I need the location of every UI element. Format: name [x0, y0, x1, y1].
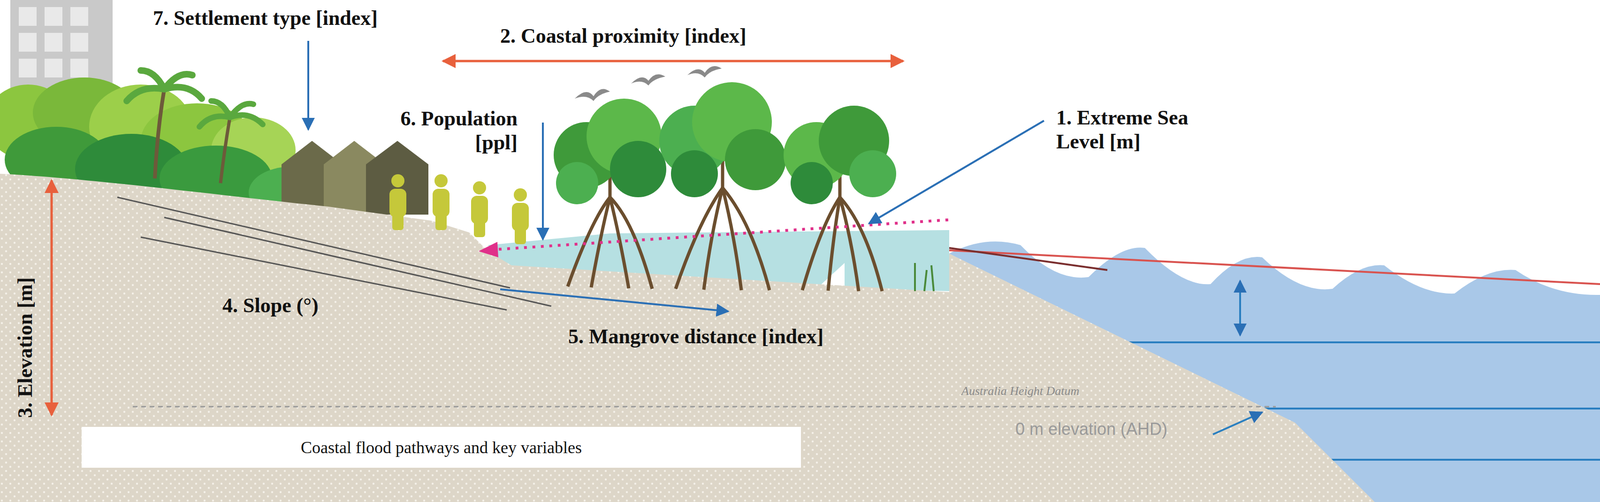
path-shape: [802, 197, 840, 290]
rect-shape: [18, 58, 37, 78]
rect-shape: [392, 211, 404, 230]
ground: [0, 173, 1375, 502]
line-shape: [164, 217, 552, 306]
circle-shape: [849, 150, 897, 198]
sea-level-leader: [868, 120, 1044, 224]
mangrove-leader: [500, 289, 729, 312]
people: [389, 174, 529, 244]
slope-label: 4. Slope (°): [222, 293, 319, 318]
rect-shape: [435, 211, 447, 230]
path-shape: [609, 197, 653, 289]
circle-shape: [391, 174, 405, 188]
path-shape: [199, 100, 263, 127]
circle-shape: [472, 181, 487, 195]
line-shape: [117, 197, 511, 288]
path-shape: [154, 89, 165, 179]
rect-shape: [44, 7, 63, 26]
rect-shape: [44, 32, 63, 52]
proximity-arrow: [442, 60, 904, 63]
line-shape: [924, 269, 927, 291]
path-shape: [631, 74, 666, 86]
g-shape: [553, 82, 897, 205]
g-shape: [914, 262, 934, 291]
rect-shape: [70, 58, 89, 78]
line-shape: [140, 236, 507, 310]
settlement-leader: [307, 40, 310, 130]
proximity-label: 2. Coastal proximity [index]: [500, 24, 747, 49]
rect-shape: [70, 32, 89, 52]
path-shape: [703, 187, 723, 290]
birds: [574, 66, 722, 101]
datum-elevation-label: 0 m elevation (AHD): [1015, 419, 1168, 439]
houses: [281, 140, 429, 215]
circle-shape: [790, 161, 833, 205]
datum-leader: [1212, 411, 1263, 435]
path-shape: [722, 187, 770, 290]
mangrove-label: 5. Mangrove distance [index]: [568, 324, 824, 349]
path-shape: [126, 70, 202, 101]
rect-shape: [70, 7, 89, 26]
sea-level-label: 1. Extreme Sea Level [m]: [1056, 106, 1240, 154]
path-shape: [687, 66, 722, 78]
path-shape: [567, 197, 610, 287]
circle-shape: [724, 129, 786, 191]
rect-shape: [18, 7, 37, 26]
g-shape: [18, 7, 89, 78]
rect-shape: [514, 225, 526, 244]
path-shape: [220, 117, 230, 183]
slope-lines: [117, 197, 552, 310]
rect-shape: [44, 58, 63, 78]
datum-label: Australia Height Datum: [961, 383, 1080, 398]
line-shape: [1239, 280, 1242, 336]
circle-shape: [670, 150, 718, 198]
population-label: 6. Population [ppl]: [358, 106, 518, 155]
population-leader: [541, 122, 544, 240]
path-shape: [574, 88, 610, 101]
caption-text: Coastal flood pathways and key variables: [300, 437, 582, 458]
mangrove-trees: [553, 82, 934, 291]
elevation-label: 3. Elevation [m]: [14, 276, 39, 418]
line-shape: [914, 262, 916, 291]
path-shape: [675, 187, 723, 289]
path-shape: [722, 187, 742, 290]
line-shape: [931, 265, 934, 291]
flood-pathway: [490, 219, 950, 250]
flood-arrowhead: [478, 241, 499, 258]
circle-shape: [513, 188, 527, 202]
path-shape: [828, 197, 840, 291]
line-shape: [949, 250, 1600, 284]
circle-shape: [556, 161, 599, 205]
datum-line: [132, 405, 1276, 408]
settlement-label: 7. Settlement type [index]: [152, 6, 378, 31]
circle-shape: [434, 174, 448, 188]
elevation-arrow: [50, 180, 54, 415]
circle-shape: [609, 140, 667, 198]
g-shape: [308, 40, 1044, 312]
caption-box: Coastal flood pathways and key variables: [81, 426, 801, 468]
rect-shape: [18, 32, 37, 52]
path-shape: [839, 197, 883, 291]
rect-shape: [473, 218, 486, 237]
